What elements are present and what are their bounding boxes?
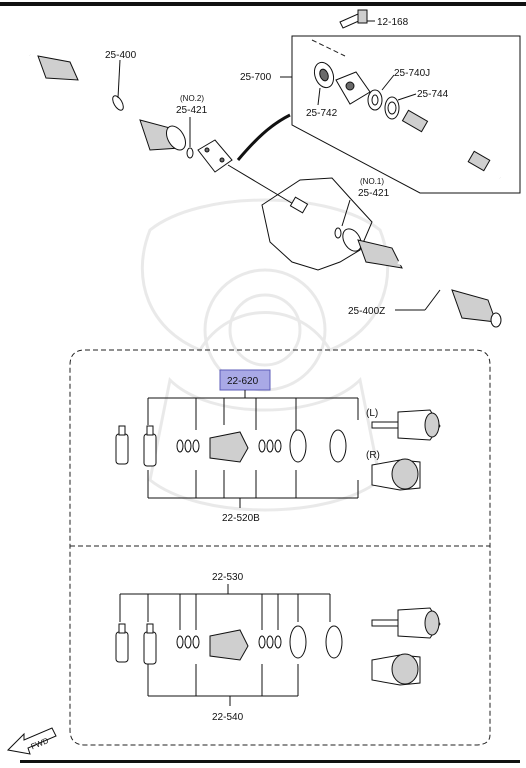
label-inner-left: (L) xyxy=(366,408,378,419)
kit-panel-border xyxy=(69,349,491,746)
lower-kit-parts[interactable] xyxy=(115,623,343,665)
inner-joint-right[interactable] xyxy=(371,458,421,491)
detail-support[interactable] xyxy=(335,71,371,105)
upper-drive-shaft[interactable] xyxy=(29,53,206,153)
bottom-border xyxy=(20,760,520,763)
lower-kit-bracket xyxy=(119,584,331,706)
lower-drive-shaft[interactable] xyxy=(339,226,502,328)
label-clip-no2-note: (NO.2) xyxy=(180,94,204,103)
inner-joint-lower-left[interactable] xyxy=(371,607,441,639)
upper-kit-parts[interactable] xyxy=(115,425,347,467)
label-detail-box: 25-700 xyxy=(240,72,272,83)
label-kit-highlight: 22-620 xyxy=(227,376,259,387)
label-upper-shaft: 25-400 xyxy=(105,50,137,61)
detail-seal[interactable] xyxy=(384,96,400,120)
label-boot-kit-lower-top: 22-530 xyxy=(212,572,244,583)
label-lower-shaft: 25-400Z xyxy=(348,306,385,317)
inner-joint-left[interactable] xyxy=(371,409,441,441)
label-clip-no1-note: (NO.1) xyxy=(360,177,384,186)
label-inner-right: (R) xyxy=(366,450,380,461)
top-bolt[interactable] xyxy=(339,9,368,29)
detail-box-frame xyxy=(291,35,521,194)
upper-kit-bracket xyxy=(147,390,359,508)
label-boot-kit-upper: 22-520B xyxy=(222,513,260,524)
detail-bracket[interactable] xyxy=(311,60,337,91)
inner-joint-lower-right[interactable] xyxy=(371,653,421,686)
fwd-arrow-icon: FWD xyxy=(6,727,57,755)
label-clip-no2: 25-421 xyxy=(176,105,208,116)
intermediate-joint[interactable] xyxy=(197,139,309,214)
label-top-bolt: 12-168 xyxy=(377,17,409,28)
label-detail-bearing: 25-740J xyxy=(394,68,430,79)
label-detail-bracket: 25-742 xyxy=(306,108,338,119)
detail-bearing[interactable] xyxy=(367,89,383,111)
detail-shaft[interactable] xyxy=(401,109,502,181)
label-detail-seal: 25-744 xyxy=(417,89,449,100)
bolt-guide-line xyxy=(311,39,346,57)
transmission-case xyxy=(261,177,373,271)
clip-no1-ring[interactable] xyxy=(334,227,342,239)
callout-arc xyxy=(236,113,291,161)
top-border xyxy=(0,2,526,6)
label-boot-kit-lower-bottom: 22-540 xyxy=(212,712,244,723)
label-clip-no1: 25-421 xyxy=(358,188,390,199)
clip-no2-ring[interactable] xyxy=(186,147,194,159)
